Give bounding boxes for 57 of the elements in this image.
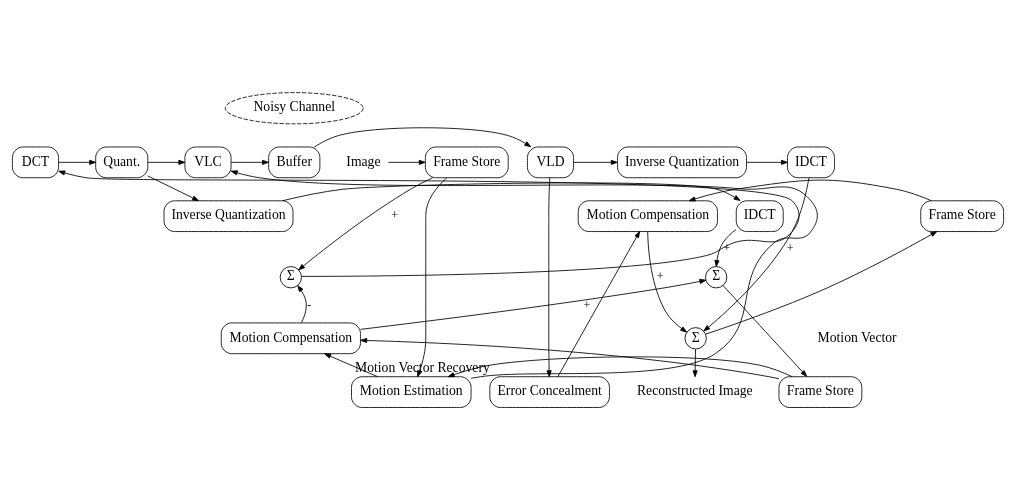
edge-label: + bbox=[786, 240, 793, 255]
arrow bbox=[359, 278, 706, 330]
arrow bbox=[416, 176, 447, 377]
node-box: Buffer bbox=[267, 146, 320, 178]
arrow bbox=[296, 284, 307, 323]
arrow bbox=[447, 355, 793, 377]
node-box: VLC bbox=[184, 146, 231, 178]
arrow bbox=[745, 159, 788, 165]
node-circle: Σ bbox=[684, 326, 707, 349]
edge-label: + bbox=[722, 240, 730, 255]
node-circle: Σ bbox=[279, 265, 302, 288]
arrow bbox=[57, 159, 96, 165]
node-box: Motion Compensation bbox=[220, 322, 361, 354]
node-text: Reconstructed Image bbox=[636, 382, 753, 398]
label: Motion Vector bbox=[817, 329, 897, 345]
node-box: DCT bbox=[11, 146, 59, 178]
node-box: Motion Compensation bbox=[577, 199, 718, 232]
arrow bbox=[713, 228, 736, 267]
node-box: IDCT bbox=[786, 146, 835, 178]
arrow bbox=[57, 169, 799, 277]
node-box: Error Concealment bbox=[488, 375, 610, 408]
node-box: IDCT bbox=[735, 199, 784, 232]
arrow bbox=[546, 176, 552, 377]
arrow bbox=[688, 179, 932, 201]
edge-label: + bbox=[582, 297, 590, 312]
node-box: Frame Store bbox=[778, 375, 862, 408]
node-box: Quant. bbox=[94, 146, 148, 178]
node-text: Image bbox=[345, 153, 381, 169]
arrow bbox=[646, 230, 687, 333]
node-label: Motion Vector Recovery bbox=[354, 359, 490, 375]
arrow bbox=[702, 176, 809, 331]
edge-label: + bbox=[656, 268, 664, 283]
arrow bbox=[572, 159, 618, 165]
arrow bbox=[297, 176, 433, 270]
arrow bbox=[281, 181, 740, 201]
node-box: Inverse Quantization bbox=[163, 199, 293, 232]
arrow bbox=[387, 159, 426, 165]
arrow bbox=[722, 284, 807, 377]
node-circle: Σ bbox=[704, 265, 727, 288]
arrow bbox=[146, 175, 199, 201]
arrow bbox=[556, 230, 640, 377]
node-box: Motion Estimation bbox=[350, 375, 471, 408]
node-box: Frame Store bbox=[919, 199, 1004, 232]
arrow bbox=[359, 337, 779, 379]
arrow bbox=[692, 348, 698, 377]
arrow bbox=[313, 126, 531, 147]
edge-label: - bbox=[306, 297, 311, 312]
arrow bbox=[230, 159, 269, 165]
arrow bbox=[323, 352, 378, 377]
node-ellipse: Noisy Channel bbox=[224, 91, 364, 124]
node-box: VLD bbox=[526, 146, 574, 178]
arrow bbox=[147, 159, 185, 165]
arrow bbox=[704, 230, 937, 335]
node-box: Frame Store bbox=[424, 146, 509, 178]
edge-label: + bbox=[390, 207, 398, 222]
node-box: Inverse Quantization bbox=[616, 146, 747, 178]
arrow bbox=[230, 169, 818, 379]
